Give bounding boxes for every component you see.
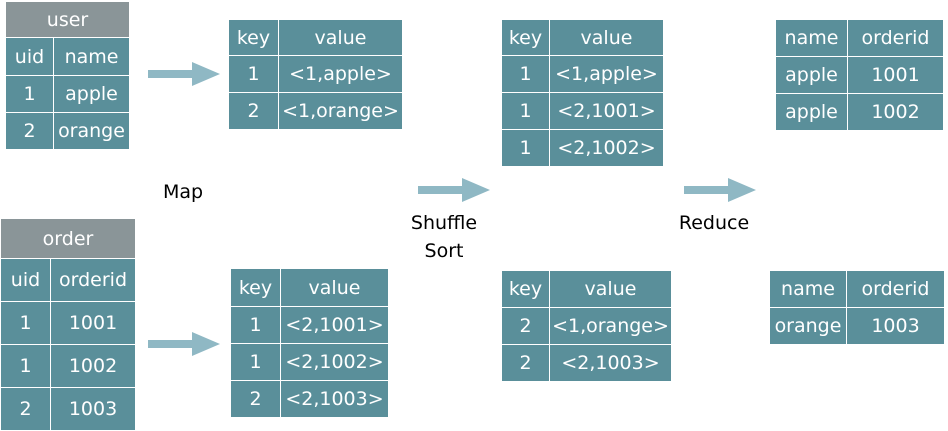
table-cell: <1,orange> [278, 92, 403, 130]
table-cell: <2,1003> [549, 344, 672, 382]
table-cell: 1 [230, 343, 281, 381]
column-header: key [501, 19, 550, 56]
table-cell: 1002 [847, 93, 944, 131]
column-header: key [228, 19, 279, 56]
table-cell: <2,1002> [280, 343, 389, 381]
table-cell: 1001 [49, 301, 137, 345]
column-header: key [230, 268, 281, 307]
column-header: value [278, 19, 403, 56]
column-header: orderid [49, 258, 137, 302]
reduce-output-table-1: name orderid apple 1001 apple 1002 [775, 19, 944, 131]
table-cell: 1 [0, 344, 51, 388]
table-cell: 1002 [49, 344, 137, 388]
table-cell: 1 [5, 75, 54, 113]
table-cell: 1 [0, 301, 51, 345]
shuffle-label: Shuffle [410, 212, 478, 234]
column-header: name [52, 37, 131, 76]
table-cell: 1 [228, 55, 279, 93]
table-cell: orange [769, 307, 847, 345]
table-cell: apple [775, 56, 848, 94]
table-cell: 1003 [49, 387, 137, 431]
shuffle-output-table-1: key value 1 <1,apple> 1 <2,1001> 1 <2,10… [501, 19, 664, 167]
right-arrow-icon [684, 178, 756, 202]
column-header: value [280, 268, 389, 307]
table-cell: 1003 [846, 307, 945, 345]
table-cell: <2,1001> [549, 92, 664, 130]
shuffle-output-table-2: key value 2 <1,orange> 2 <2,1003> [501, 270, 672, 382]
table-cell: 2 [228, 92, 279, 130]
table-cell: <1,apple> [278, 55, 403, 93]
map-output-table-1: key value 1 <1,apple> 2 <1,orange> [228, 19, 403, 130]
table-cell: 2 [501, 344, 550, 382]
table-cell: 1 [230, 306, 281, 344]
table-cell: 1 [501, 55, 550, 93]
reduce-output-table-2: name orderid orange 1003 [769, 270, 945, 345]
sort-label: Sort [424, 240, 464, 262]
column-header: value [549, 19, 664, 56]
column-header: name [769, 270, 847, 308]
right-arrow-icon [148, 62, 220, 86]
table-cell: 2 [0, 387, 51, 431]
user-table: user uid name 1 apple 2 orange [4, 1, 131, 150]
column-header: orderid [846, 270, 945, 308]
map-label: Map [162, 181, 204, 203]
column-header: value [549, 270, 672, 308]
column-header: name [775, 19, 848, 57]
table-caption: order [0, 218, 137, 259]
table-cell: 2 [501, 307, 550, 345]
table-cell: 2 [5, 112, 54, 150]
table-cell: <1,orange> [549, 307, 672, 345]
column-header: uid [0, 258, 51, 302]
column-header: key [501, 270, 550, 308]
table-cell: <2,1003> [280, 380, 389, 418]
table-cell: 1001 [847, 56, 944, 94]
right-arrow-icon [418, 178, 490, 202]
table-cell: orange [52, 112, 131, 150]
column-header: orderid [847, 19, 944, 57]
table-cell: 1 [501, 129, 550, 167]
table-cell: 1 [501, 92, 550, 130]
reduce-label: Reduce [678, 212, 750, 234]
order-table: order uid orderid 1 1001 1 1002 2 1003 [0, 218, 137, 431]
table-cell: 2 [230, 380, 281, 418]
table-cell: apple [775, 93, 848, 131]
table-caption: user [4, 1, 131, 38]
table-cell: <1,apple> [549, 55, 664, 93]
table-cell: <2,1001> [280, 306, 389, 344]
map-output-table-2: key value 1 <2,1001> 1 <2,1002> 2 <2,100… [230, 268, 389, 418]
table-cell: apple [52, 75, 131, 113]
table-cell: <2,1002> [549, 129, 664, 167]
right-arrow-icon [148, 332, 220, 356]
column-header: uid [5, 37, 54, 76]
